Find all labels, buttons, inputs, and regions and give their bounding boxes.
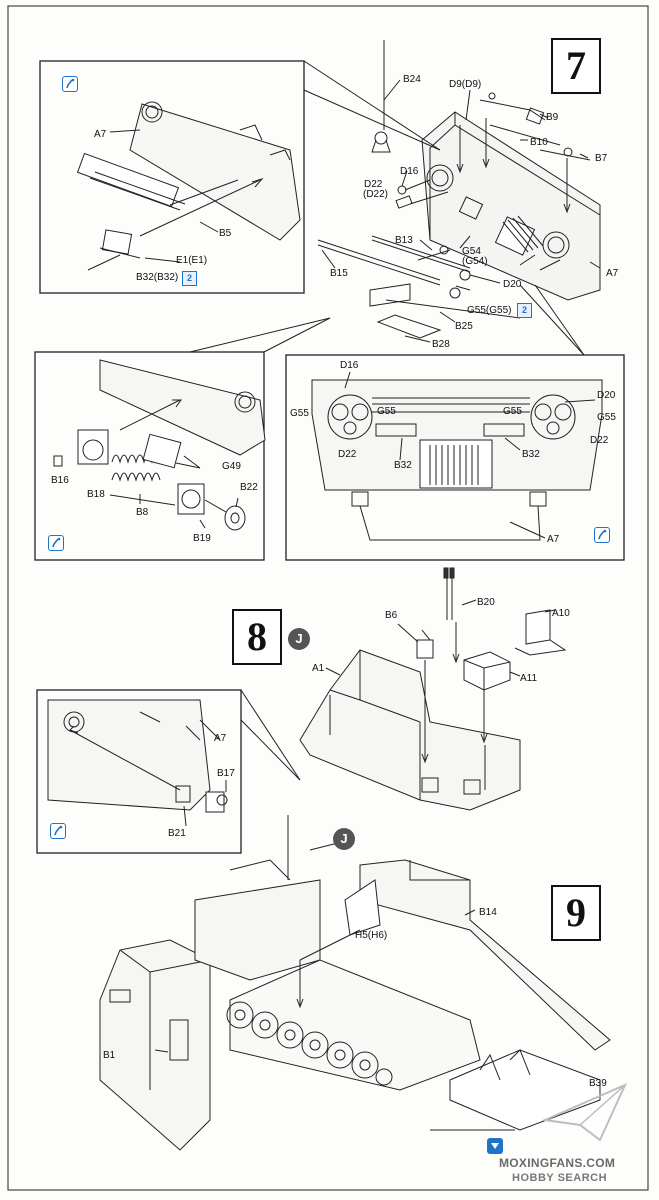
step-9-number: 9 [551,885,601,941]
label-d22-paren: (D22) [363,189,389,200]
inset1-label-e1: E1(E1) [176,255,208,266]
step8-inset-tip-icon [50,823,66,839]
step8-drawing [299,567,567,811]
step8-label-a11: A11 [520,673,538,684]
inset1-drawing [39,60,441,294]
inset3-label-g55-right: G55 [597,412,616,423]
flip-arrow-icon [487,1138,503,1154]
inset3-label-g55-center-right: G55 [503,406,522,417]
inset2-drawing [34,317,331,561]
inset1-label-b5: B5 [219,228,232,239]
label-b24: B24 [403,74,421,85]
inset3-label-b32-left: B32 [394,460,412,471]
step8-label-a1: A1 [312,663,325,674]
label-b25: B25 [455,321,473,332]
label-a7: A7 [606,268,619,279]
step8-inset-label-b21: B21 [168,828,186,839]
step9-label-b1: B1 [103,1050,116,1061]
step-8-number: 8 [232,609,282,665]
inset3-label-d22-right: D22 [590,435,609,446]
label-d22: D22 [364,179,383,190]
label-b9: B9 [546,112,559,123]
inset2-tip-icon [48,535,64,551]
inset3-label-d22-left: D22 [338,449,357,460]
watermark-line1: MOXINGFANS.COM [499,1156,616,1170]
inset3-drawing [285,284,625,561]
quantity-x2-badge: 2 [517,303,532,318]
inset3-label-d16: D16 [340,360,359,371]
inset3-label-g55-left: G55 [290,408,309,419]
inset2-label-b22: B22 [240,482,258,493]
step8-inset-drawing [36,689,301,854]
step9-label-b39: B39 [589,1078,607,1089]
page-frame [7,5,649,1191]
watermark-line2: HOBBY SEARCH [512,1172,608,1184]
inset3-label-d20: D20 [597,390,616,401]
inset3-tip-icon [594,527,610,543]
label-d16: D16 [400,166,419,177]
label-b15: B15 [330,268,348,279]
step8-label-b6: B6 [385,610,398,621]
label-b10: B10 [530,137,548,148]
step9-j-badge: J [333,828,355,850]
step-7-number: 7 [551,38,601,94]
step9-drawing [99,815,611,1151]
label-g54-paren: (G54) [462,256,488,267]
step8-inset-label-b17: B17 [217,768,235,779]
inset2-label-b18: B18 [87,489,105,500]
inset2-label-g49: G49 [222,461,241,472]
label-g55: G55(G55) [467,305,512,316]
inset2-label-b19: B19 [193,533,211,544]
step8-inset-label-a7: A7 [214,733,227,744]
label-b28: B28 [432,339,450,350]
label-d9: D9(D9) [449,79,482,90]
step9-label-h5: H5(H6) [355,930,388,941]
paper-plane-logo [541,1083,627,1142]
inset1-label-b32: B32(B32) [136,272,179,283]
label-b13: B13 [395,235,413,246]
inset3-label-b32-right: B32 [522,449,540,460]
inset2-label-b8: B8 [136,507,149,518]
inset1-label-a7: A7 [94,129,107,140]
inset1-tip-icon [62,76,78,92]
label-d20: D20 [503,279,522,290]
step8-j-badge: J [288,628,310,650]
step8-label-b20: B20 [477,597,495,608]
inset3-label-a7: A7 [547,534,560,545]
label-g54: G54 [462,246,481,257]
step7-main-drawing [317,40,601,343]
inset3-label-g55-center-left: G55 [377,406,396,417]
step9-label-b14: B14 [479,907,497,918]
inset1-quantity-x2-badge: 2 [182,271,197,286]
label-b7: B7 [595,153,608,164]
step8-label-a10: A10 [552,608,570,619]
inset2-label-b16: B16 [51,475,69,486]
